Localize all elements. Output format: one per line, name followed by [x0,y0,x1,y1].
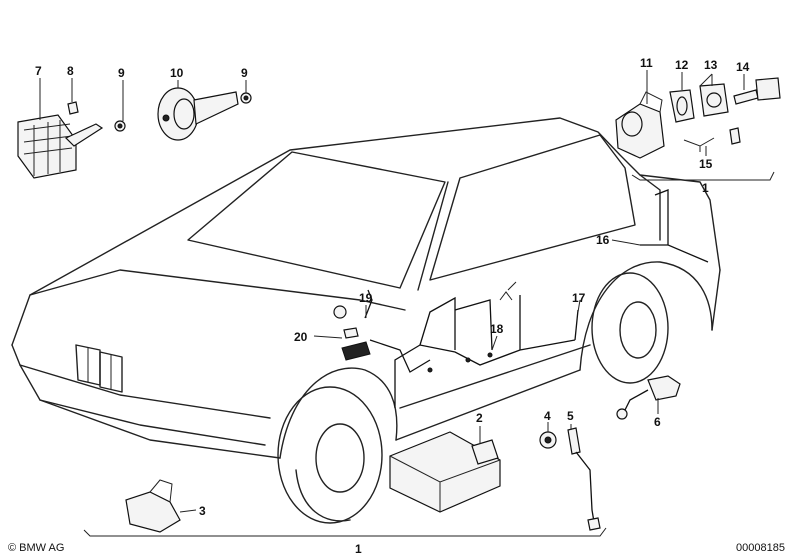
callout-8: 8 [67,64,74,78]
part-9-bolt-left [114,120,126,132]
part-5-sensor [567,427,601,531]
part-12-cover [669,89,695,123]
callout-17: 17 [572,291,586,305]
diagram-id: 00008185 [736,542,785,554]
copyright-symbol: © [8,542,17,554]
part-19-grommet [333,305,347,319]
callout-19: 19 [359,291,373,305]
car-outline [11,117,721,524]
wiring-harness [364,189,709,408]
callout-14: 14 [736,60,750,74]
part-10-horn [157,87,239,141]
part-15-contact [683,127,741,152]
part-2-control-unit [389,431,501,513]
part-20-module [341,327,371,361]
part-14-key [733,77,781,105]
part-11-ignition-housing [615,91,665,159]
callout-5: 5 [567,409,574,423]
part-7-bracket [17,114,104,179]
callout-20: 20 [294,330,308,344]
part-6-switch [616,375,681,420]
callout-15: 15 [699,157,713,171]
part-13-lock-cylinder [699,83,729,117]
callout-3: 3 [199,504,206,518]
callout-1-top: 1 [702,181,709,195]
part-9-bolt-right [240,92,252,104]
part-4-sensor [539,431,557,449]
callout-18: 18 [490,322,504,336]
part-8-clip [67,101,79,115]
callout-4: 4 [544,409,551,423]
callout-9-left: 9 [118,66,125,80]
callout-13: 13 [704,58,718,72]
callout-6: 6 [654,415,661,429]
callout-2: 2 [476,411,483,425]
part-3-bracket [125,479,181,533]
callout-1-bottom: 1 [355,542,362,556]
callout-9-right: 9 [241,66,248,80]
callout-12: 12 [675,58,689,72]
copyright-brand: © BMW AG [8,542,64,554]
callout-16: 16 [596,233,610,247]
callout-11: 11 [640,56,653,70]
callout-7: 7 [35,64,42,78]
leader-lines [39,70,775,537]
brand-name: BMW AG [19,542,65,554]
callout-10: 10 [170,66,184,80]
